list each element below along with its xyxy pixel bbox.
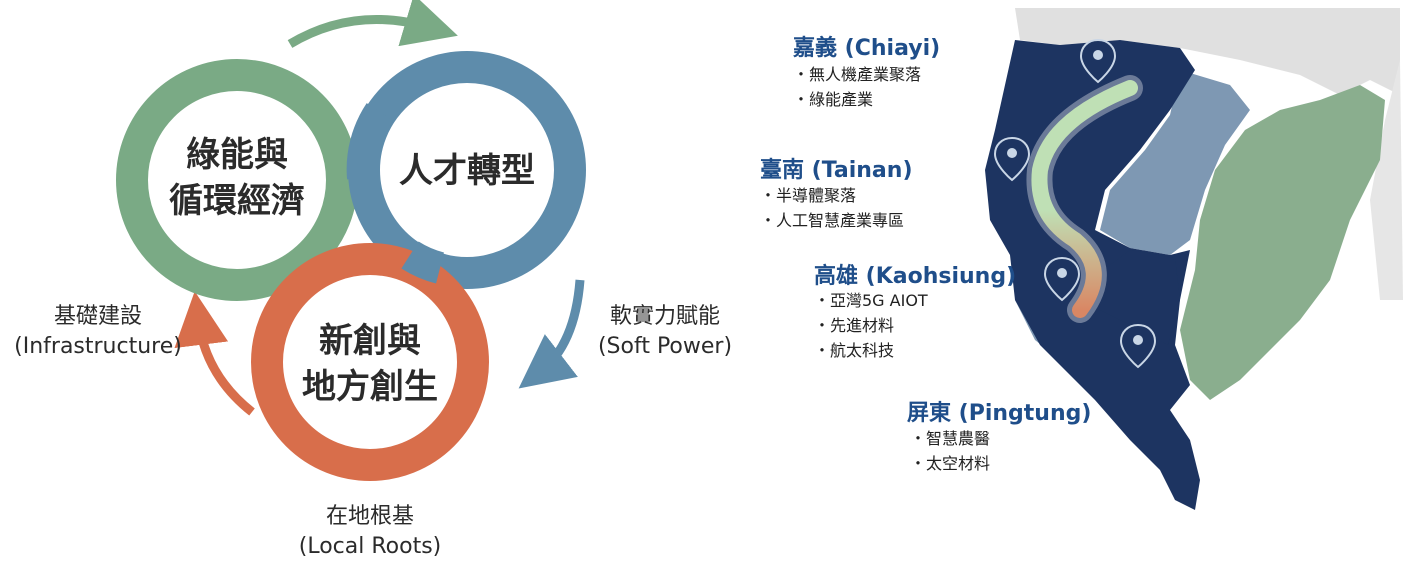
list-item: ・人工智慧產業專區 bbox=[760, 211, 905, 230]
list-item: ・無人機產業聚落 bbox=[793, 65, 922, 84]
green-ring bbox=[116, 59, 358, 301]
map-medium-region bbox=[1100, 70, 1250, 255]
soft-power-en: (Soft Power) bbox=[597, 334, 733, 359]
region-title-pingtung: 屏東 (Pingtung) bbox=[907, 401, 1092, 426]
arrow-left-icon bbox=[174, 291, 255, 416]
pin-chiayi-icon bbox=[1079, 38, 1117, 84]
green-label-line1: 綠能與 bbox=[186, 135, 288, 175]
green-label-line2: 循環經濟 bbox=[169, 181, 305, 221]
map-gray-land bbox=[1015, 8, 1400, 95]
list-item: ・半導體聚落 bbox=[760, 186, 857, 205]
map-corridor-curve bbox=[1031, 80, 1138, 318]
blue-overlap-2 bbox=[401, 241, 445, 284]
region-items-tainan: ・半導體聚落 ・人工智慧產業專區 bbox=[760, 183, 904, 233]
list-item: ・亞灣5G AIOT bbox=[814, 291, 928, 310]
list-item: ・智慧農醫 bbox=[910, 429, 991, 448]
pin-pingtung-icon bbox=[1119, 323, 1157, 369]
local-roots-en: (Local Roots) bbox=[298, 534, 442, 559]
map-dark-region-inner bbox=[1090, 250, 1180, 345]
local-roots-zh: 在地根基 bbox=[325, 504, 414, 529]
region-title-chiayi: 嘉義 (Chiayi) bbox=[793, 36, 941, 61]
region-title-tainan: 臺南 (Tainan) bbox=[760, 158, 913, 183]
map-green-region bbox=[1180, 85, 1385, 400]
blue-overlap bbox=[346, 103, 394, 180]
list-item: ・先進材料 bbox=[814, 316, 895, 335]
label-infrastructure: 基礎建設 (Infrastructure) bbox=[8, 302, 188, 362]
soft-power-zh: 軟實力賦能 bbox=[609, 304, 720, 329]
list-item: ・綠能產業 bbox=[793, 90, 874, 109]
blue-ring-label: 人才轉型 bbox=[397, 148, 537, 194]
arrow-right-icon bbox=[518, 279, 585, 389]
cycle-diagram bbox=[116, 0, 586, 481]
region-items-pingtung: ・智慧農醫 ・太空材料 bbox=[910, 426, 990, 476]
list-item: ・航太科技 bbox=[814, 341, 895, 360]
pin-tainan-icon bbox=[993, 136, 1031, 182]
orange-ring bbox=[251, 243, 489, 481]
region-items-kaohsiung: ・亞灣5G AIOT ・先進材料 ・航太科技 bbox=[814, 288, 928, 363]
region-title-kaohsiung: 高雄 (Kaohsiung) bbox=[814, 264, 1017, 289]
label-soft-power: 軟實力賦能 (Soft Power) bbox=[585, 302, 745, 362]
orange-label-line1: 新創與 bbox=[319, 321, 421, 361]
infrastructure-zh: 基礎建設 bbox=[53, 304, 142, 329]
list-item: ・太空材料 bbox=[910, 454, 991, 473]
blue-label-line1: 人才轉型 bbox=[399, 151, 535, 191]
pin-kaohsiung-icon bbox=[1043, 256, 1081, 302]
region-items-chiayi: ・無人機產業聚落 ・綠能產業 bbox=[793, 62, 921, 112]
orange-label-line2: 地方創生 bbox=[302, 367, 438, 407]
arrow-top-icon bbox=[287, 0, 458, 48]
green-ring-label: 綠能與 循環經濟 bbox=[167, 132, 307, 224]
label-local-roots: 在地根基 (Local Roots) bbox=[290, 502, 450, 562]
orange-ring-label: 新創與 地方創生 bbox=[300, 318, 440, 410]
infrastructure-en: (Infrastructure) bbox=[14, 334, 182, 359]
map-gray-land-right bbox=[1370, 60, 1403, 300]
